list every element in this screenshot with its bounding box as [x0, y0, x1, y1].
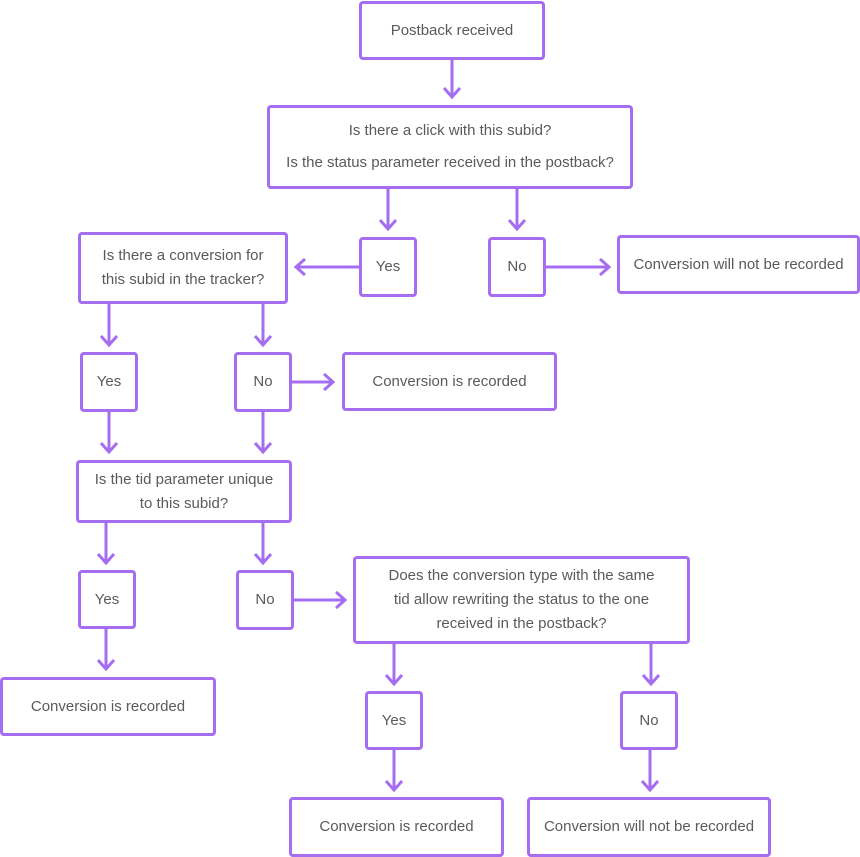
arrow-q3no-q4	[293, 590, 348, 610]
answer-label: Yes	[94, 590, 120, 608]
arrow-no-notrecorded	[546, 257, 612, 277]
result-label: Conversion is recorded	[372, 372, 527, 390]
result-label: Conversion will not be recorded	[543, 818, 755, 835]
answer-no: No	[234, 352, 292, 412]
decision-line: Is the status parameter received in the …	[286, 154, 614, 171]
arrow-start-q1	[442, 60, 462, 100]
decision-line: Is there a click with this subid?	[348, 122, 552, 139]
decision-line: this subid in the tracker?	[101, 271, 265, 288]
answer-yes: Yes	[365, 691, 423, 750]
result-not-recorded: Conversion will not be recorded	[617, 235, 860, 294]
answer-no: No	[236, 570, 294, 630]
result-recorded: Conversion is recorded	[0, 677, 216, 736]
arrow-q2no-q3	[253, 411, 273, 455]
arrow-q3yes-recorded	[96, 628, 116, 672]
decision-click-status: Is there a click with this subid? Is the…	[267, 105, 633, 189]
answer-no: No	[488, 237, 546, 297]
arrow-q1-no	[507, 188, 527, 232]
arrow-q4-no	[641, 643, 661, 687]
decision-line: received in the postback?	[436, 615, 607, 632]
result-label: Conversion is recorded	[30, 697, 186, 715]
answer-yes: Yes	[359, 237, 417, 297]
result-recorded: Conversion is recorded	[289, 797, 504, 857]
decision-line: Is there a conversion for	[102, 247, 264, 264]
decision-conversion-exists: Is there a conversion for this subid in …	[78, 232, 288, 304]
answer-label: Yes	[381, 711, 407, 729]
arrow-q2yes-q3	[99, 411, 119, 455]
answer-label: No	[255, 591, 275, 608]
arrow-q1-yes	[378, 188, 398, 232]
arrow-q4yes-recorded	[384, 749, 404, 793]
arrow-q3-no	[253, 523, 273, 566]
result-label: Conversion is recorded	[319, 818, 474, 835]
answer-label: Yes	[96, 373, 122, 390]
start-node-label: Postback received	[390, 21, 514, 39]
decision-line: Does the conversion type with the same	[388, 567, 655, 584]
arrow-q2-yes	[99, 304, 119, 348]
decision-line: to this subid?	[139, 494, 229, 512]
arrow-q3-yes	[96, 523, 116, 566]
result-not-recorded: Conversion will not be recorded	[527, 797, 771, 857]
arrow-q2-no	[253, 304, 273, 348]
answer-label: Yes	[375, 258, 401, 275]
answer-label: No	[253, 373, 273, 390]
decision-line: tid allow rewriting the status to the on…	[393, 591, 650, 608]
decision-rewrite-status: Does the conversion type with the same t…	[353, 556, 690, 644]
answer-yes: Yes	[80, 352, 138, 412]
arrow-q2no-recorded	[292, 372, 336, 392]
answer-label: No	[639, 711, 659, 729]
result-label: Conversion will not be recorded	[633, 255, 844, 273]
answer-no: No	[620, 691, 678, 750]
start-node: Postback received	[359, 1, 545, 60]
arrow-yes-q2	[293, 257, 359, 277]
decision-line: Is the tid parameter unique	[94, 470, 274, 488]
decision-tid-unique: Is the tid parameter unique to this subi…	[76, 460, 292, 523]
arrow-q4no-notrecorded	[640, 749, 660, 793]
result-recorded: Conversion is recorded	[342, 352, 557, 411]
arrow-q4-yes	[384, 643, 404, 687]
answer-label: No	[507, 258, 527, 275]
answer-yes: Yes	[78, 570, 136, 629]
